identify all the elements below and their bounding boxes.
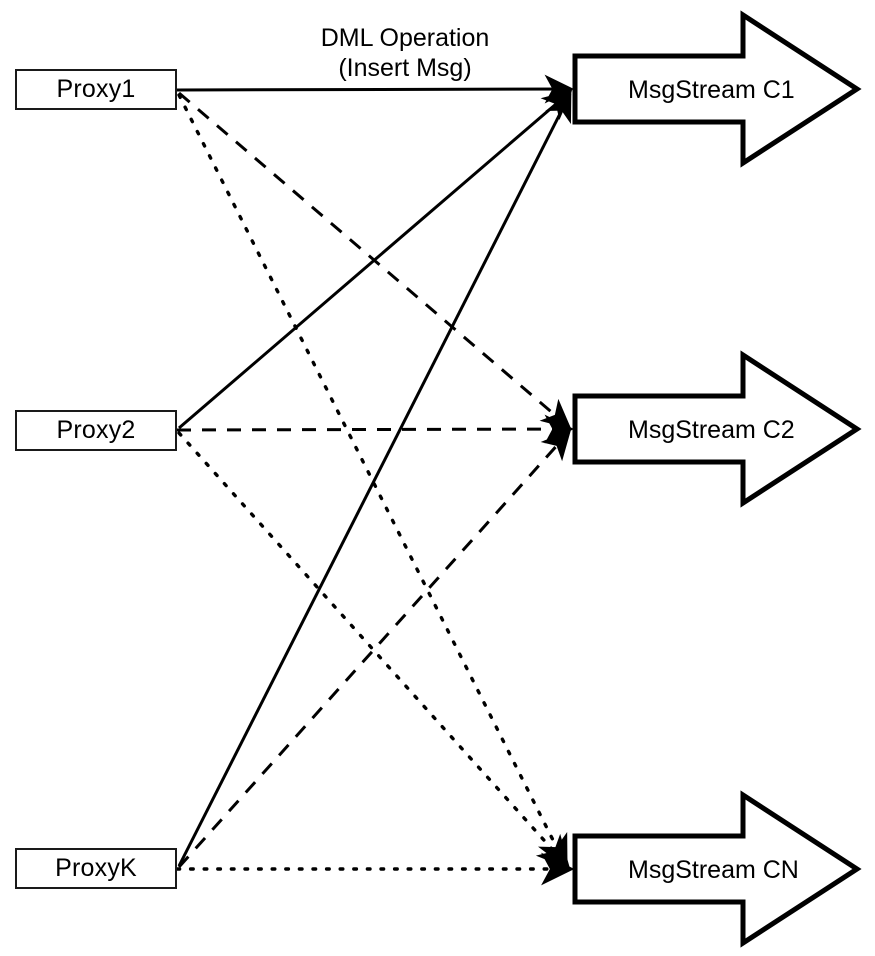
stream-label-cn: MsgStream CN — [628, 856, 799, 884]
proxy-box-proxy2[interactable]: Proxy2 — [15, 410, 177, 451]
connector-p1-c1 — [176, 74, 574, 104]
msgstream-arrow-stream_c1[interactable] — [572, 10, 862, 168]
proxy-box-label: ProxyK — [55, 854, 137, 882]
msgstream-arrow-stream_cn[interactable] — [572, 790, 862, 948]
connector-p2-c2 — [176, 414, 574, 444]
proxy-box-label: Proxy1 — [56, 75, 136, 103]
stream-label-c1: MsgStream C1 — [628, 76, 795, 104]
proxy-box-label: Proxy2 — [56, 416, 136, 444]
connector-p2-c1 — [178, 90, 573, 430]
connector-pk-c2 — [177, 429, 572, 869]
stream-label-c2: MsgStream C2 — [628, 416, 795, 444]
connector-pk-c1 — [177, 91, 572, 867]
connector-p2-cn — [177, 431, 571, 870]
msgstream-arrow-stream_c2[interactable] — [572, 350, 862, 508]
proxy-box-proxy1[interactable]: Proxy1 — [15, 69, 177, 110]
dml-operation-caption: DML Operation (Insert Msg) — [320, 24, 490, 82]
proxy-box-proxyk[interactable]: ProxyK — [15, 848, 177, 889]
